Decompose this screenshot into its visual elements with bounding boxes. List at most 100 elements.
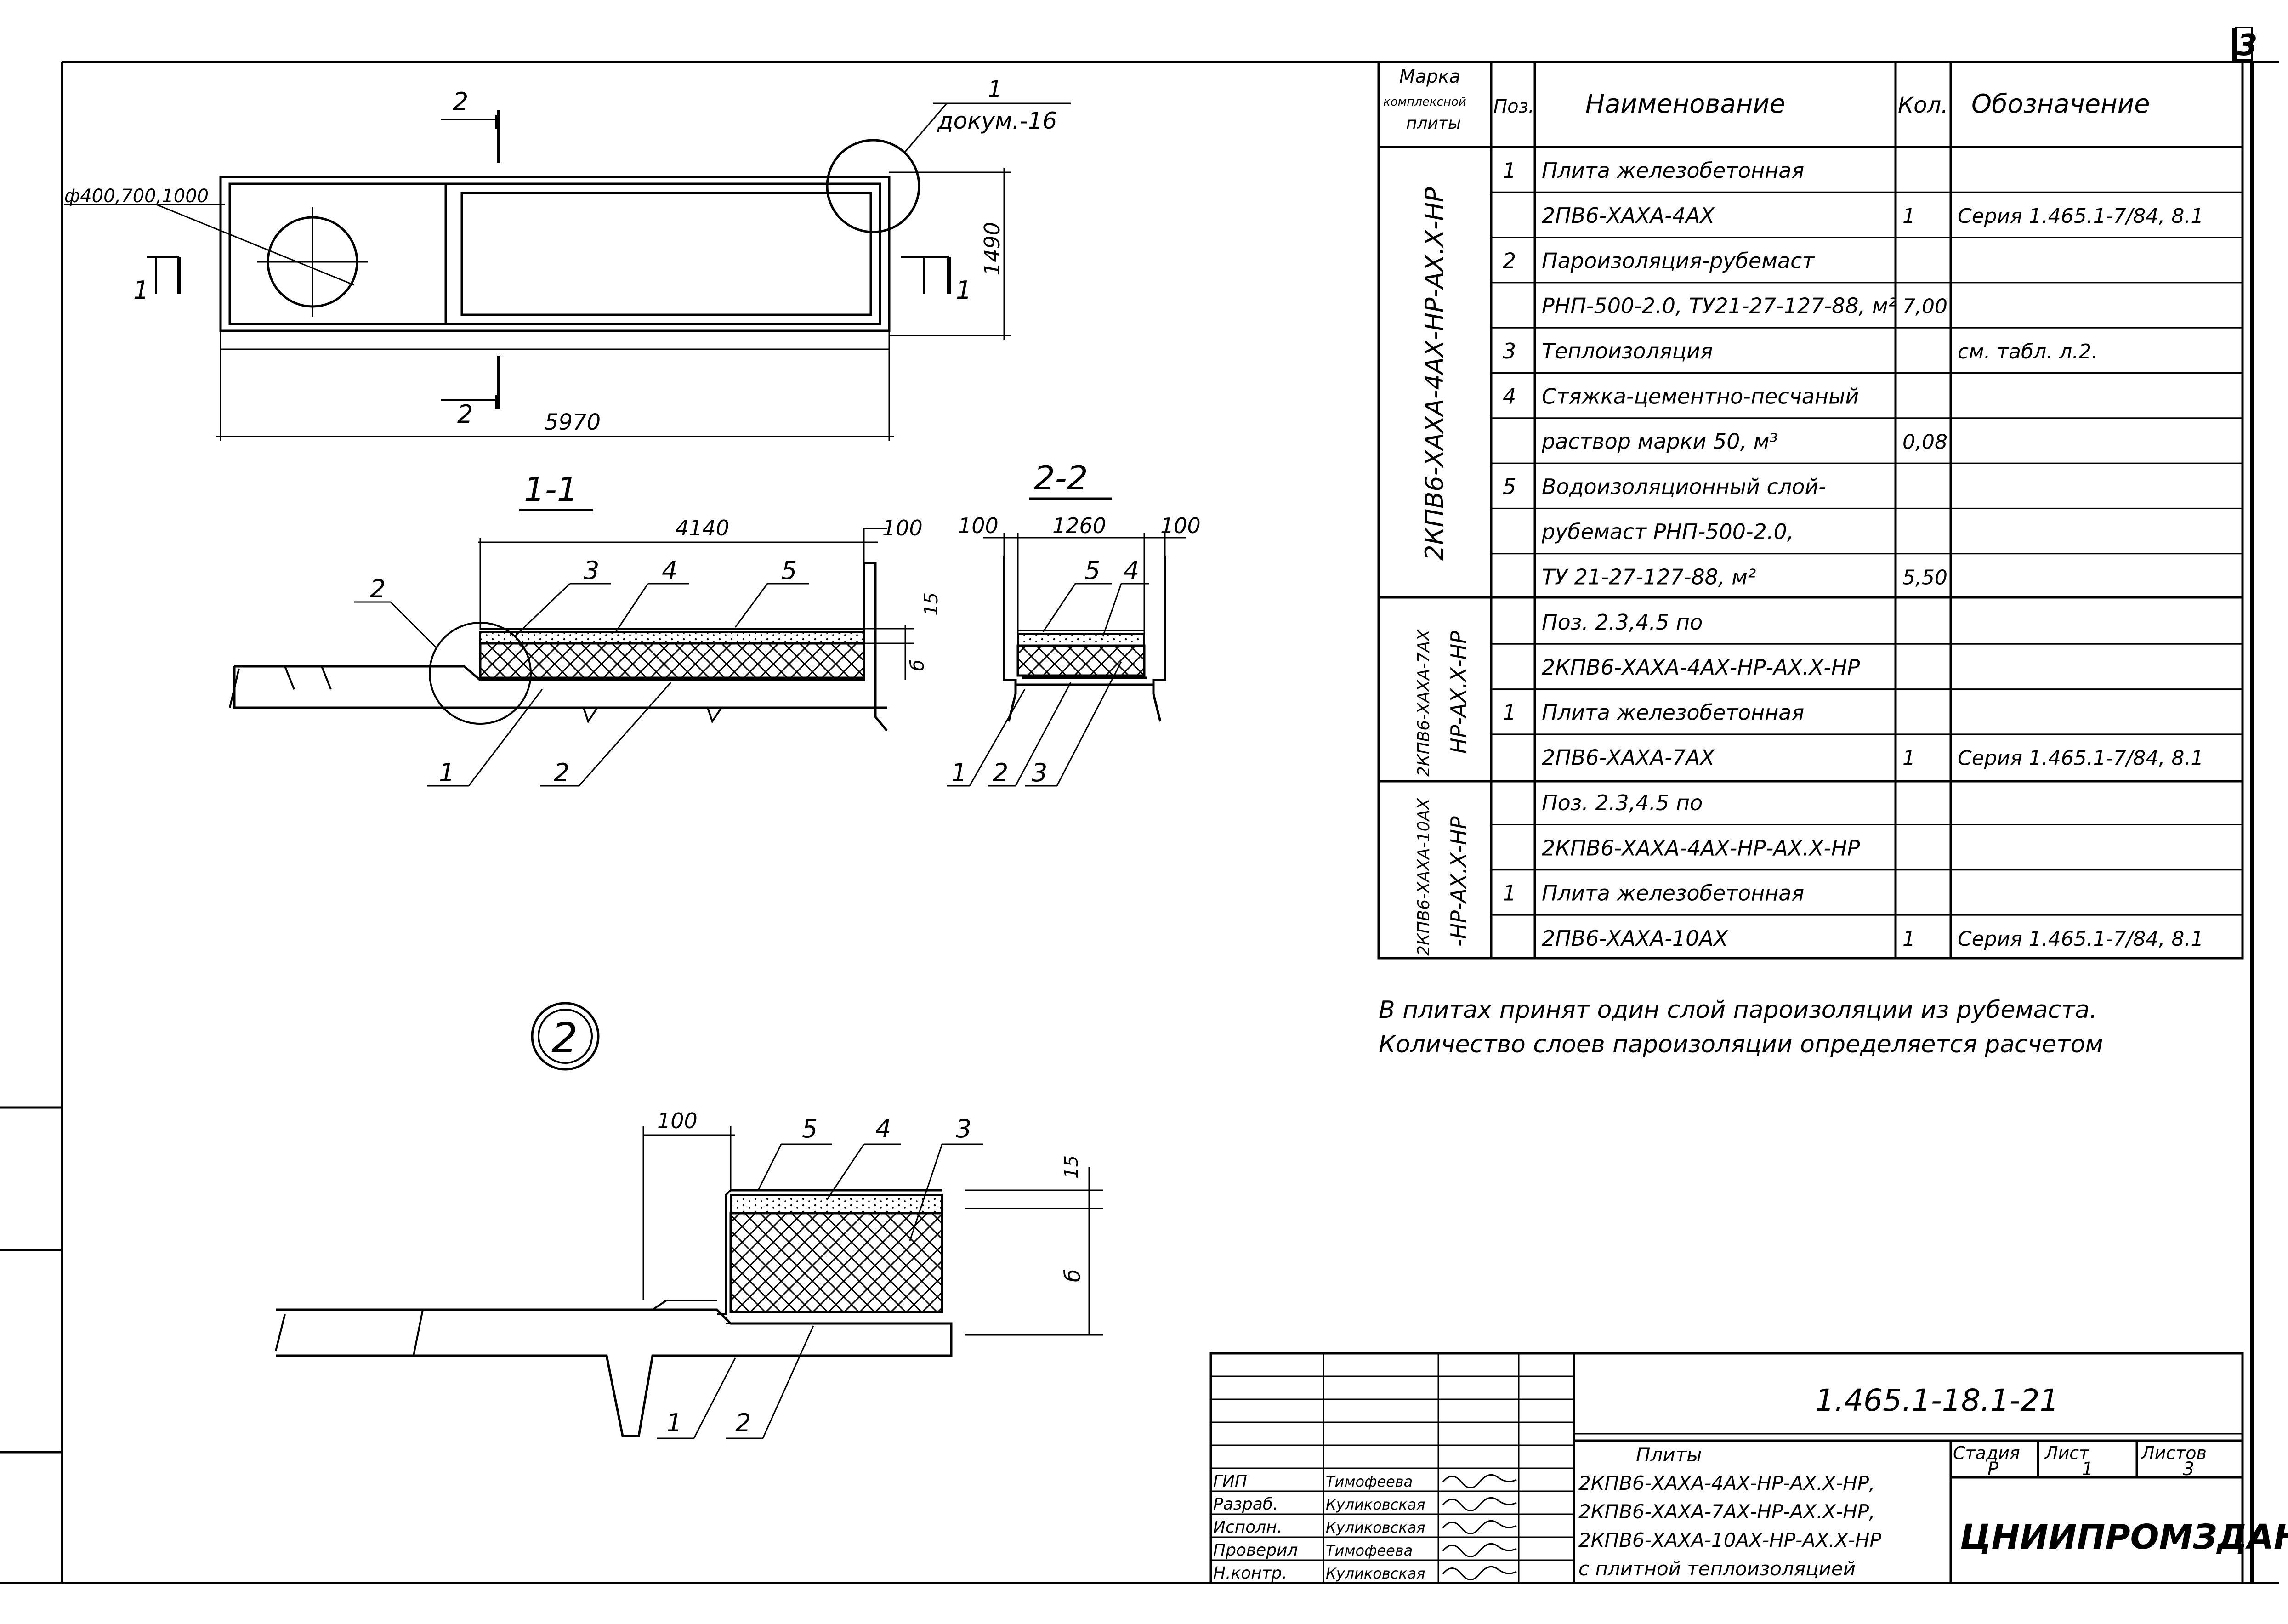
spec-name-2: Пароизоляция-рубемаст — [1542, 248, 1815, 273]
screed-layer-2 — [1017, 633, 1145, 647]
tb-role-0: ГИП — [1213, 1472, 1247, 1491]
plan-width-dimension: 1490 — [980, 222, 1005, 276]
detail-2-dim-15: 15 — [1061, 1155, 1082, 1179]
detail-callout-4: 4 — [875, 1114, 891, 1143]
detail-callout-3: 3 — [956, 1114, 971, 1143]
spec-qty-1: 1 — [1902, 204, 1915, 228]
spec-name-3: РНП-500-2.0, ТУ21-27-127-88, м² — [1542, 294, 1896, 318]
tb-signature-4 — [1442, 1566, 1517, 1580]
tb-name-0: Тимофеева — [1326, 1473, 1413, 1490]
header-mark-1: Марка — [1399, 66, 1460, 87]
detail-insulation — [729, 1212, 943, 1313]
tb-signature-1 — [1442, 1497, 1517, 1511]
tb-title-line-4: с плитной теплоизоляцией — [1578, 1557, 1856, 1580]
tb-role-2: Исполн. — [1213, 1518, 1282, 1537]
tb-name-4: Куликовская — [1326, 1565, 1425, 1582]
callout-2-2-3: 3 — [1032, 758, 1047, 787]
tb-title-line-0: Плиты — [1636, 1443, 1702, 1466]
sheet-value: 1 — [2082, 1459, 2093, 1480]
spec-name-11: 2КПВ6-ХАХА-4АХ-НР-АХ.Х-НР — [1542, 655, 1860, 680]
section-1-1-dim-b: б — [907, 659, 928, 671]
tb-title-line-2: 2КПВ6-ХАХА-7АХ-НР-АХ.Х-НР, — [1578, 1500, 1875, 1523]
callout-4: 4 — [662, 556, 677, 585]
tb-signature-2 — [1442, 1520, 1517, 1534]
header-mark-3: плиты — [1406, 114, 1461, 133]
insulation-layer-2 — [1016, 644, 1146, 677]
spec-name-12: Плита железобетонная — [1542, 700, 1804, 725]
spec-pos-12: 1 — [1503, 700, 1516, 725]
header-mark-2: комплексной — [1383, 95, 1466, 109]
section-2-2-dim-mid: 1260 — [1052, 513, 1106, 538]
note-line-2: Количество слоев пароизоляции определяет… — [1379, 1031, 2103, 1058]
spec-name-5: Стяжка-цементно-песчаный — [1542, 384, 1859, 409]
group-mark-3b: -НР-АХ.Х-НР — [1446, 816, 1471, 947]
spec-name-14: Поз. 2.3,4.5 по — [1542, 790, 1703, 815]
callout-5: 5 — [781, 556, 797, 585]
spec-qty-3: 7,00 — [1902, 295, 1947, 318]
plan-length-dimension: 5970 — [545, 409, 601, 435]
stage-value: Р — [1987, 1459, 1999, 1480]
section2-mark-top: 2 — [453, 87, 468, 116]
detail-2-dim-100: 100 — [657, 1108, 698, 1133]
section-2-2-dim-left: 100 — [958, 513, 999, 538]
callout-2-2-5: 5 — [1084, 556, 1100, 585]
spec-pos-4: 3 — [1503, 339, 1516, 363]
spec-name-9: ТУ 21-27-127-88, м² — [1542, 565, 1756, 590]
detail-callout-1: 1 — [666, 1408, 682, 1437]
section-1-1-dim-15: 15 — [921, 592, 942, 616]
spec-pos-5: 4 — [1503, 384, 1516, 409]
spec-name-4: Теплоизоляция — [1542, 339, 1713, 363]
section-1-1-title: 1-1 — [524, 470, 578, 509]
detail-callout-ref: докум.-16 — [937, 108, 1057, 134]
group-mark-2a: 2КПВ6-ХАХА-7АХ — [1414, 629, 1433, 777]
tb-name-2: Куликовская — [1326, 1519, 1425, 1536]
detail-callout-number: 1 — [988, 76, 1002, 102]
spec-name-15: 2КПВ6-ХАХА-4АХ-НР-АХ.Х-НР — [1542, 835, 1860, 860]
specification-table: Марка комплексной плиты Поз. Наименовани… — [1377, 61, 2244, 960]
spec-name-6: раствор марки 50, м³ — [1541, 429, 1778, 454]
spec-name-8: рубемаст РНП-500-2.0, — [1541, 519, 1794, 544]
group-mark-2b: НР-АХ.Х-НР — [1446, 631, 1471, 754]
organization: ЦНИИПРОМЗДАНИЙ — [1960, 1516, 2288, 1557]
tb-title-line-1: 2КПВ6-ХАХА-4АХ-НР-АХ.Х-НР, — [1578, 1472, 1875, 1494]
sheets-label: Листов — [2140, 1443, 2207, 1463]
spec-qty-13: 1 — [1902, 747, 1915, 770]
tb-name-3: Тимофеева — [1326, 1542, 1413, 1559]
section2-mark-bottom: 2 — [457, 400, 473, 429]
stage-label: Стадия — [1953, 1443, 2020, 1463]
callout-2-b: 2 — [554, 758, 569, 787]
tb-signature-3 — [1442, 1543, 1517, 1557]
callout-3: 3 — [584, 556, 599, 585]
spec-designation-13: Серия 1.465.1-7/84, 8.1 — [1958, 747, 2203, 770]
spec-name-0: Плита железобетонная — [1542, 158, 1804, 183]
detail-2-dim-b: б — [1060, 1269, 1085, 1282]
spec-name-13: 2ПВ6-ХАХА-7АХ — [1542, 745, 1715, 770]
section1-mark-right: 1 — [956, 276, 971, 305]
note-line-1: В плитах принят один слой пароизоляции и… — [1379, 996, 2097, 1024]
tb-role-3: Проверил — [1213, 1541, 1298, 1560]
spec-pos-7: 5 — [1503, 474, 1516, 499]
spec-pos-2: 2 — [1503, 248, 1516, 273]
sheet-frame — [0, 28, 2279, 1584]
header-pos: Поз. — [1493, 96, 1534, 117]
spec-name-1: 2ПВ6-ХАХА-4АХ — [1542, 203, 1715, 228]
callout-2-2-4: 4 — [1124, 556, 1139, 585]
detail-2: 2 100 15 б 5 4 3 1 2 — [275, 1002, 1103, 1439]
hole-diameter-label: ф400,700,1000 — [64, 186, 209, 207]
plan-view: ф400,700,1000 1 докум.-16 2 2 1 — [64, 76, 1071, 441]
detail-callout-circle — [826, 139, 920, 233]
spec-pos-16: 1 — [1503, 881, 1516, 906]
detail-screed — [730, 1194, 943, 1214]
spec-name-10: Поз. 2.3,4.5 по — [1542, 610, 1703, 635]
section1-mark-left: 1 — [133, 276, 149, 305]
section-1-1-edge-dimension: 100 — [882, 516, 923, 540]
spec-designation-4: см. табл. л.2. — [1958, 340, 2098, 363]
document-code: 1.465.1-18.1-21 — [1815, 1383, 2059, 1418]
group-mark-1: 2КПВ6-ХАХА-4АХ-НР-АХ.Х-НР — [1420, 187, 1449, 561]
callout-2-a: 2 — [370, 574, 386, 603]
spec-designation-1: Серия 1.465.1-7/84, 8.1 — [1958, 204, 2203, 228]
section-2-2: 2-2 100 1260 100 5 4 1 2 3 — [947, 459, 1201, 787]
insulation-layer — [479, 642, 865, 679]
header-designation: Обозначение — [1971, 89, 2150, 119]
